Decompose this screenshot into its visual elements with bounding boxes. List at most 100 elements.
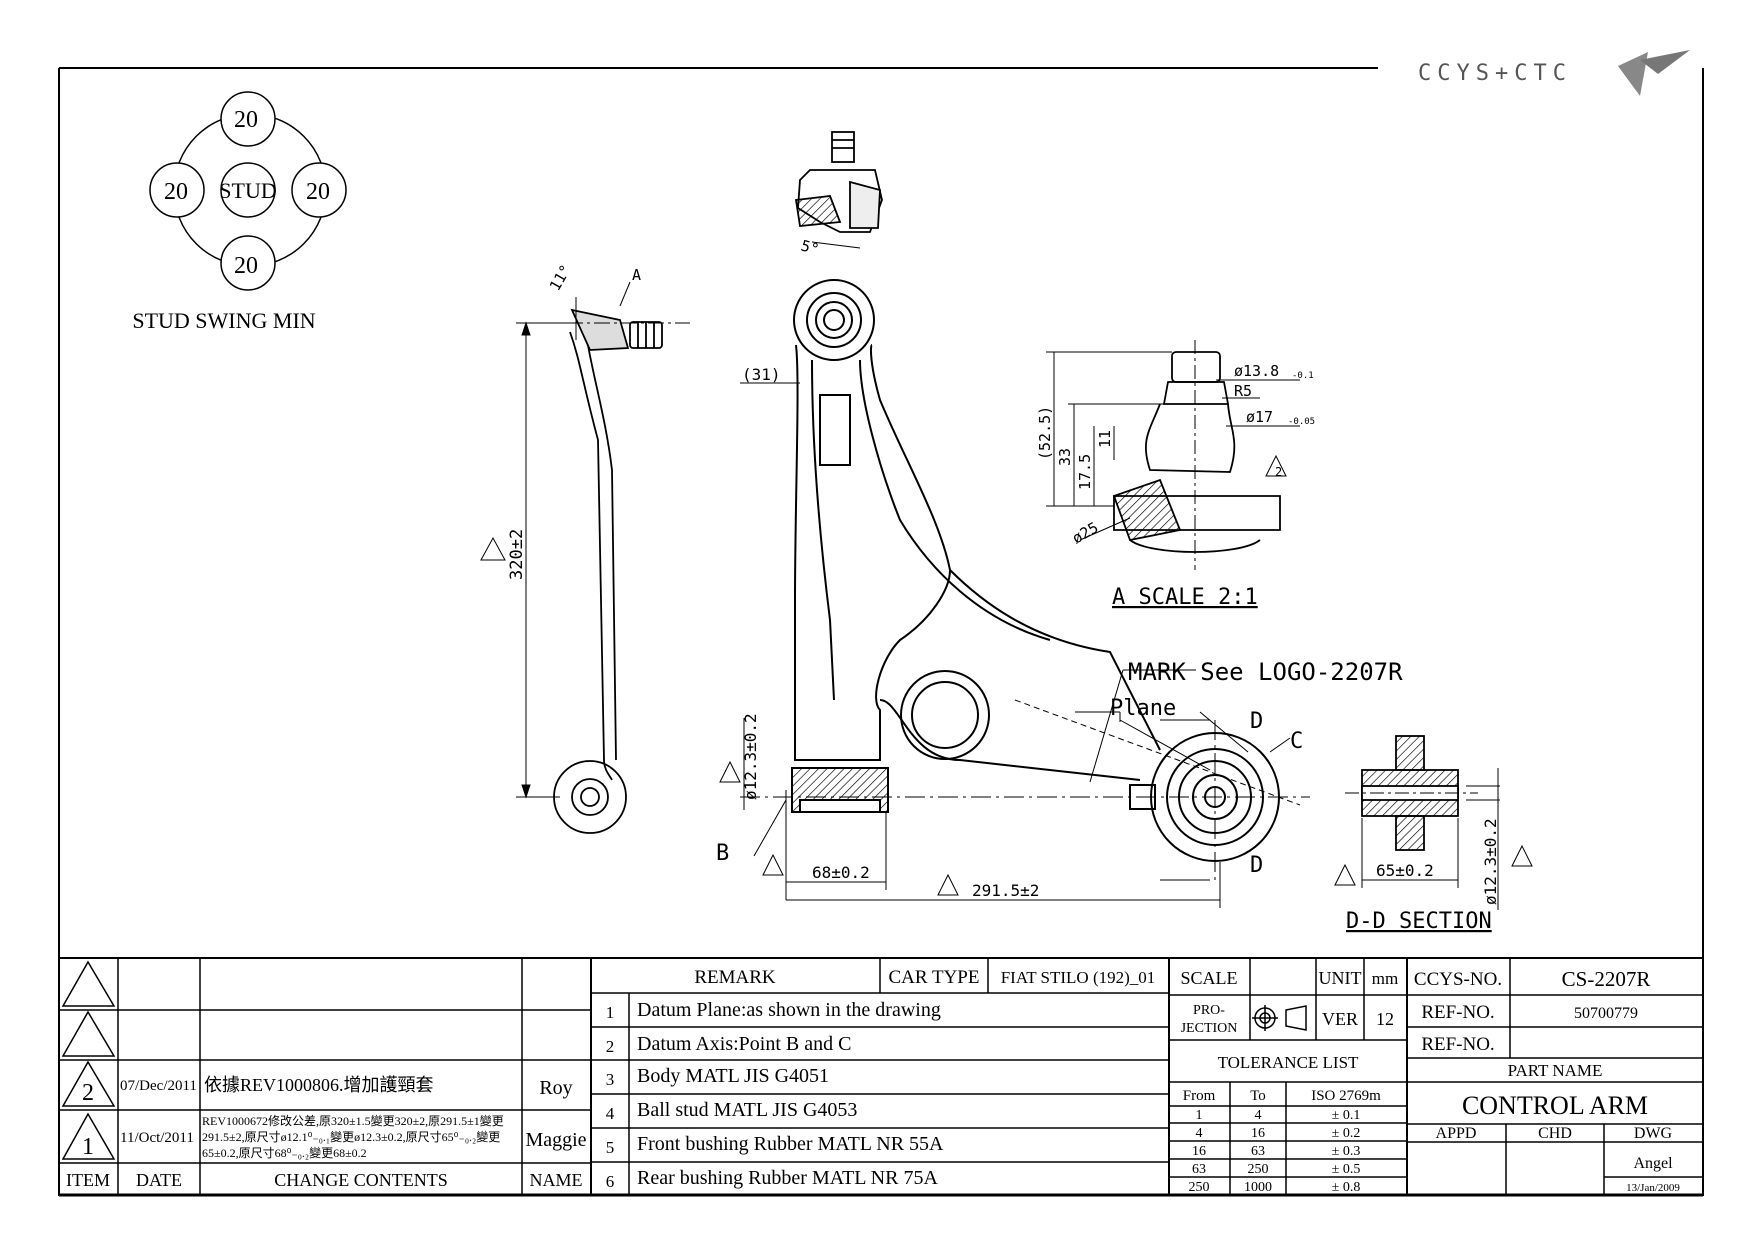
d-bore-dim: ø12.3±0.2	[1481, 818, 1500, 905]
tolerance-block	[1168, 957, 1408, 1196]
side-view	[540, 297, 690, 834]
drawing-date: 13/Jan/2009	[1626, 1182, 1680, 1194]
detail-h4: 11	[1096, 430, 1114, 448]
remark-text-1: Datum Plane:as shown in the drawing	[637, 999, 941, 1021]
point-c: C	[1290, 729, 1303, 754]
arm-dimensions	[719, 382, 1291, 908]
rev-header-item: ITEM	[66, 1170, 110, 1190]
remark-header: REMARK	[694, 967, 776, 988]
swing-center: STUD	[219, 178, 276, 203]
top-angle-text: 5°	[799, 236, 821, 258]
side-angle-text: 11°	[546, 262, 575, 294]
tol-row-3-to: 63	[1251, 1144, 1265, 1159]
remark-text-2: Datum Axis:Point B and C	[637, 1033, 851, 1055]
remark-no-1: 1	[606, 1003, 615, 1022]
tol-row-3-val: ± 0.3	[1332, 1144, 1361, 1159]
detail-d1: ø13.8	[1234, 362, 1279, 380]
detail-d3: ø25	[1069, 518, 1101, 547]
projection-label-2: JECTION	[1181, 1021, 1238, 1036]
remark-text-6: Rear bushing Rubber MATL NR 75A	[637, 1167, 938, 1189]
rev-change-1-line1: REV1000672修改公差,原320±1.5變更320±2,原291.5±1變…	[202, 1113, 504, 1128]
rev-change-1-line3: 65±0.2,原尺寸68⁰₋₀.₂變更68±0.2	[202, 1145, 367, 1160]
length-dimension	[480, 321, 570, 799]
detail-d2: ø17	[1246, 408, 1273, 426]
remark-no-4: 4	[606, 1104, 615, 1123]
unit-value: mm	[1372, 969, 1398, 988]
plane-text: Plane	[1110, 696, 1176, 721]
ver-label: VER	[1322, 1009, 1358, 1029]
appd-label: APPD	[1436, 1125, 1477, 1142]
rev-date-1: 11/Oct/2011	[120, 1130, 194, 1146]
rev-date-2: 07/Dec/2011	[120, 1078, 197, 1094]
view-a-label: A	[632, 266, 641, 284]
swing-right: 20	[306, 179, 330, 205]
length-dim-text: 320±2	[507, 529, 527, 580]
rev-header-name: NAME	[530, 1170, 583, 1190]
rev-change-2: 依據REV1000806.增加護頸套	[204, 1075, 434, 1095]
rev-item-1: 1	[82, 1134, 94, 1160]
tol-row-1-val: ± 0.1	[1332, 1108, 1361, 1123]
ball-joint-top	[794, 131, 883, 249]
remark-no-2: 2	[606, 1037, 615, 1056]
tol-header-iso: ISO 2769m	[1311, 1088, 1381, 1104]
part-name: CONTROL ARM	[1462, 1091, 1648, 1120]
offset-dim: (31)	[742, 365, 781, 384]
section-caption: D-D SECTION	[1346, 909, 1492, 934]
ref2-label: REF-NO.	[1421, 1034, 1494, 1055]
mark-logo-text: MARK See LOGO-2207R	[1128, 658, 1403, 686]
ccys-value: CS-2207R	[1562, 967, 1651, 991]
ver-value: 12	[1376, 1009, 1394, 1029]
chd-label: CHD	[1538, 1125, 1572, 1142]
detail-h3: 17.5	[1076, 454, 1094, 490]
section-mark-bottom: D	[1250, 853, 1263, 878]
drawing-border	[58, 67, 1704, 1197]
unit-label: UNIT	[1319, 968, 1362, 988]
title-block	[1406, 957, 1704, 1196]
remark-text-3: Body MATL JIS G4051	[637, 1065, 829, 1087]
tol-header-to: To	[1250, 1088, 1266, 1104]
swing-left: 20	[164, 179, 188, 205]
projection-label-1: PRO-	[1193, 1003, 1225, 1018]
remark-no-3: 3	[606, 1070, 615, 1089]
detail-h2: 33	[1056, 448, 1074, 466]
bore-left-dim: ø12.3±0.2	[741, 713, 760, 800]
ref1-value: 50700779	[1574, 1005, 1638, 1022]
tol-row-4-from: 63	[1192, 1162, 1206, 1177]
rev-name-2: Roy	[539, 1077, 572, 1099]
detail-caption: A SCALE 2:1	[1112, 585, 1258, 610]
detail-d1-tol: -0.1	[1292, 371, 1314, 381]
company-logo: CCYS+CTC	[1418, 50, 1690, 96]
detail-a-dims	[1046, 351, 1300, 541]
remark-text-4: Ball stud MATL JIS G4053	[637, 1099, 857, 1121]
car-type-label: CAR TYPE	[889, 967, 980, 988]
rev-header-change: CHANGE CONTENTS	[274, 1170, 448, 1190]
tol-row-5-from: 250	[1189, 1180, 1210, 1195]
section-mark-top: D	[1250, 709, 1263, 734]
rev-name-1: Maggie	[525, 1129, 586, 1151]
remark-text-5: Front bushing Rubber MATL NR 55A	[637, 1133, 944, 1155]
tol-row-5-val: ± 0.8	[1332, 1180, 1361, 1195]
tolerance-title: TOLERANCE LIST	[1218, 1053, 1359, 1072]
span-dim: 291.5±2	[972, 881, 1039, 900]
d-width-dim: 65±0.2	[1376, 861, 1434, 880]
stud-swing-diagram	[149, 91, 347, 291]
ref1-label: REF-NO.	[1421, 1002, 1494, 1023]
dwg-label: DWG	[1634, 1125, 1673, 1142]
swing-top: 20	[234, 107, 258, 133]
revision-table	[58, 957, 592, 1196]
remark-no-5: 5	[606, 1138, 615, 1157]
detail-r: R5	[1234, 382, 1252, 400]
rev-header-date: DATE	[136, 1170, 182, 1190]
tol-row-2-from: 4	[1196, 1126, 1203, 1141]
svg-text:CCYS+CTC: CCYS+CTC	[1418, 61, 1572, 86]
scale-label: SCALE	[1180, 968, 1237, 988]
tol-row-2-val: ± 0.2	[1332, 1126, 1361, 1141]
tol-row-2-to: 16	[1251, 1126, 1265, 1141]
swing-bottom: 20	[234, 253, 258, 279]
rev-change-1-line2: 291.5±2,原尺寸ø12.1⁰₋₀.₁變更ø12.3±0.2,原尺寸65⁰₋…	[202, 1129, 500, 1144]
detail-d2-tol: -0.05	[1288, 417, 1315, 427]
remark-no-6: 6	[606, 1172, 615, 1191]
ccys-label: CCYS-NO.	[1414, 969, 1502, 990]
control-arm	[740, 279, 1310, 880]
detail-a	[1112, 340, 1281, 570]
